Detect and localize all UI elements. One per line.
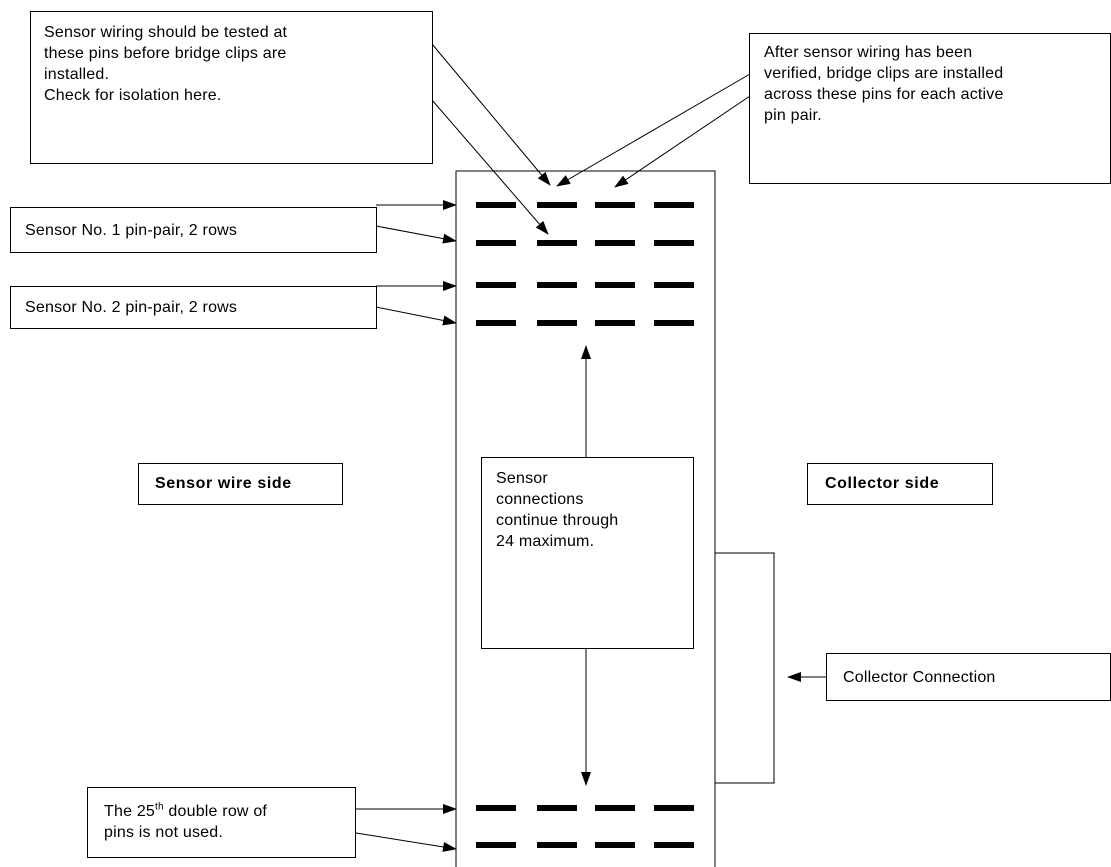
sensor-wire-side-label: Sensor wire side bbox=[138, 463, 343, 505]
collector-bracket bbox=[715, 552, 775, 784]
clip-arrow-2 bbox=[614, 95, 751, 188]
test-arrow-1 bbox=[431, 43, 551, 186]
pin-row-1 bbox=[476, 202, 694, 208]
clip-arrow-1 bbox=[556, 73, 751, 187]
row25-arrow-b bbox=[355, 832, 457, 852]
test-pins-text: Sensor wiring should be tested at these … bbox=[44, 24, 288, 104]
collector-connection-text: Collector Connection bbox=[843, 669, 996, 686]
row25-callout: The 25th double row of pins is not used. bbox=[87, 787, 356, 858]
row25-text-pre: The 25 bbox=[104, 803, 156, 820]
collector-side-label: Collector side bbox=[807, 463, 993, 505]
collector-side-text: Collector side bbox=[825, 475, 940, 492]
sensor2-arrow-b bbox=[375, 306, 457, 326]
pin-row-3 bbox=[476, 282, 694, 288]
terminal-block bbox=[455, 170, 716, 867]
row25-text-post: double row of pins is not used. bbox=[104, 803, 268, 841]
sensor1-callout: Sensor No. 1 pin-pair, 2 rows bbox=[10, 207, 377, 253]
sensor-wire-side-text: Sensor wire side bbox=[155, 475, 292, 492]
pin-row-2 bbox=[476, 240, 694, 246]
test-arrow-2 bbox=[431, 99, 549, 235]
test-pins-callout: Sensor wiring should be tested at these … bbox=[30, 11, 433, 164]
row25-superscript: th bbox=[155, 801, 164, 813]
sensor2-text: Sensor No. 2 pin-pair, 2 rows bbox=[25, 299, 238, 316]
bridge-clips-text: After sensor wiring has been verified, b… bbox=[764, 44, 1004, 124]
continue-callout: Sensor connections continue through 24 m… bbox=[481, 457, 694, 649]
collector-connection-callout: Collector Connection bbox=[826, 653, 1111, 701]
sensor1-arrow-b bbox=[375, 225, 457, 244]
sensor1-text: Sensor No. 1 pin-pair, 2 rows bbox=[25, 222, 238, 239]
continue-text: Sensor connections continue through 24 m… bbox=[496, 470, 619, 550]
pin-row-4 bbox=[476, 320, 694, 326]
pin-row-25b bbox=[476, 842, 694, 848]
pin-row-25a bbox=[476, 805, 694, 811]
bridge-clips-callout: After sensor wiring has been verified, b… bbox=[749, 33, 1111, 184]
row25-text: The 25th double row of pins is not used. bbox=[104, 801, 267, 843]
sensor2-callout: Sensor No. 2 pin-pair, 2 rows bbox=[10, 286, 377, 329]
